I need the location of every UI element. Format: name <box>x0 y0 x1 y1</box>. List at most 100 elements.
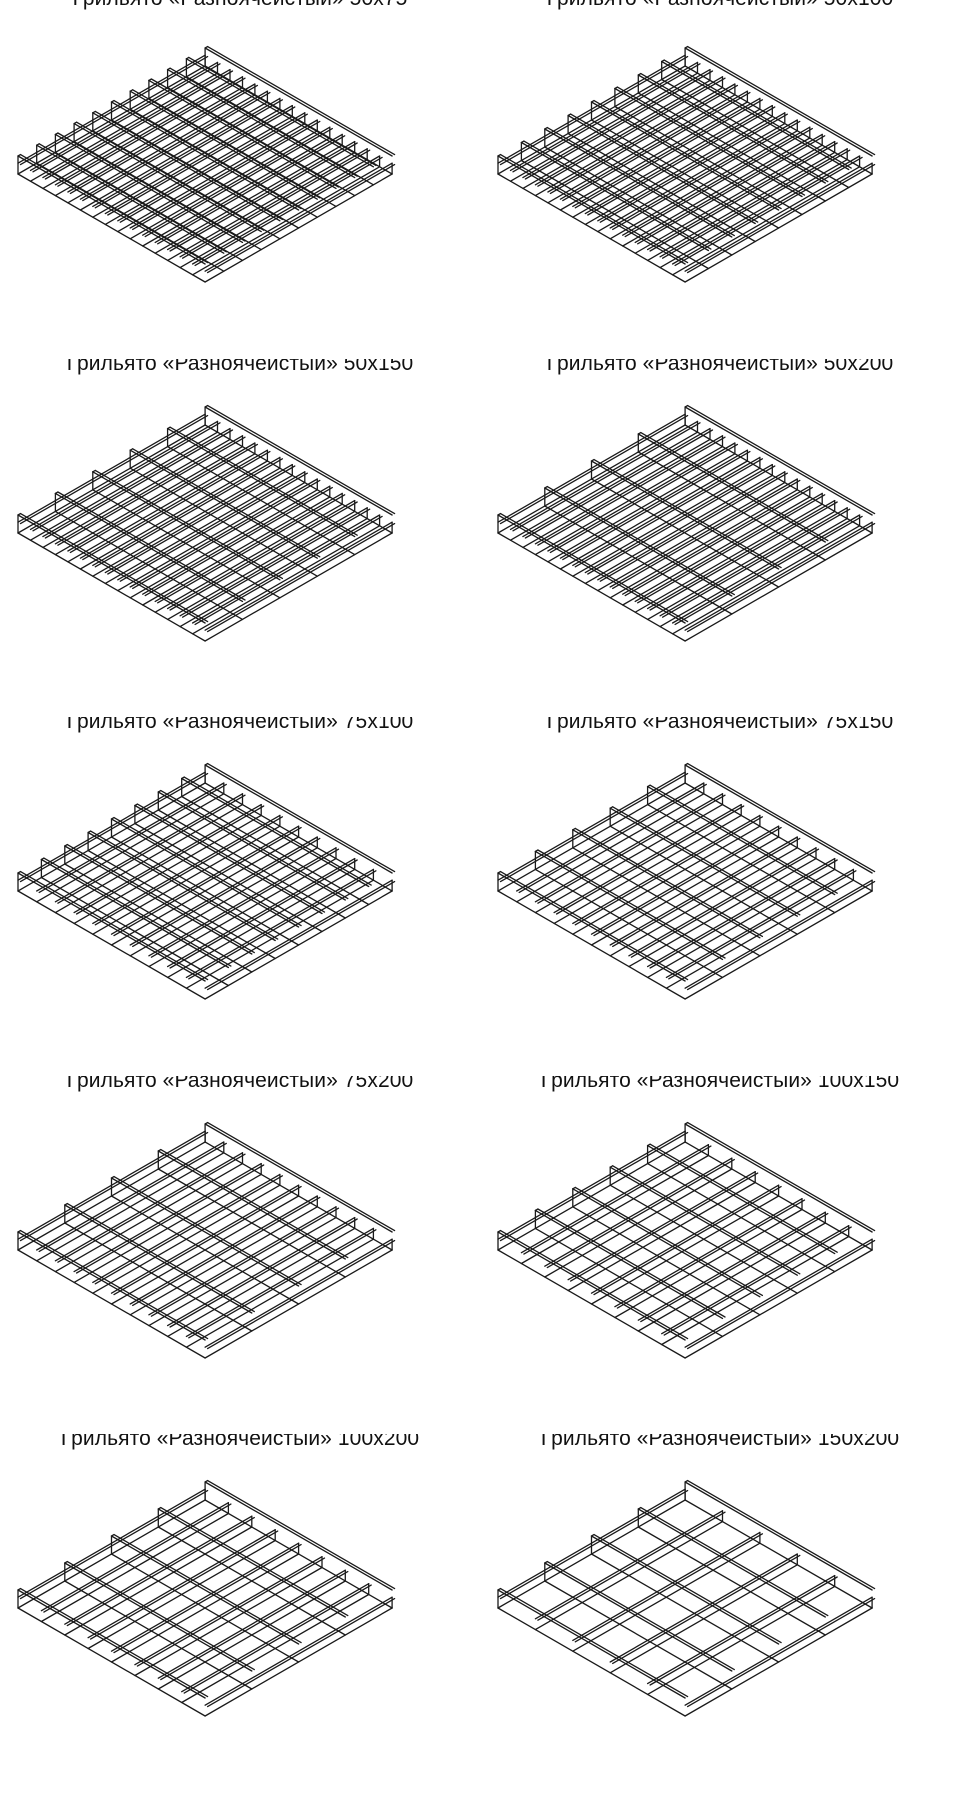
cross-top-edge <box>569 1172 759 1282</box>
cross-top-edge <box>624 127 813 238</box>
cross-bottom-edge <box>110 1553 300 1664</box>
cross-top-edge <box>686 881 876 991</box>
cross-bottom-edge <box>622 495 811 606</box>
cross-top-edge <box>649 859 838 969</box>
cross-top-edge <box>499 1490 689 1600</box>
panel-caption: Грильято «Разноячеистый» 100x150 <box>540 1075 900 1092</box>
cross-bottom-edge <box>67 452 256 563</box>
cross-top-edge <box>113 827 302 937</box>
cross-top-edge <box>154 492 343 602</box>
cross-top-edge <box>637 493 826 604</box>
cross-top-edge <box>206 1239 396 1350</box>
cross-top-edge <box>64 1515 253 1626</box>
cross-bottom-edge <box>671 166 861 276</box>
cross-top-edge <box>524 70 714 180</box>
cross-bottom-edge <box>166 151 356 262</box>
cross-bottom-edge <box>36 1151 225 1262</box>
grid-lines <box>17 404 396 642</box>
beam-top-edge <box>66 844 255 954</box>
cross-top-edge <box>75 1164 265 1274</box>
cross-bottom-edge <box>534 1521 724 1631</box>
beam-end <box>567 113 572 117</box>
cross-top-edge <box>497 1488 686 1599</box>
cross-top-edge <box>640 1212 829 1323</box>
cross-bottom-edge <box>597 122 786 233</box>
cross-top-edge <box>42 427 231 537</box>
cross-top-edge <box>534 793 724 903</box>
cross-top-edge <box>609 477 798 588</box>
beam-top-edge <box>593 1534 782 1644</box>
panel-caption: Грильято «Разноячеистый» 75x100 <box>66 717 414 734</box>
panel-caption: Грильято «Разноячеистый» 75x150 <box>546 717 894 734</box>
cross-bottom-edge <box>17 1141 206 1251</box>
beam-end <box>64 1561 68 1565</box>
grid-drawing <box>17 1480 396 1718</box>
cross-top-edge <box>534 76 724 186</box>
beam-end <box>54 490 59 494</box>
beam-top-edge <box>544 1562 733 1673</box>
cross-top-edge <box>686 522 876 632</box>
cross-top-edge <box>634 133 823 244</box>
cross-top-edge <box>73 1162 262 1273</box>
beam-top-edge <box>684 1123 873 1233</box>
cross-top-edge <box>609 836 798 946</box>
cross-bottom-edge <box>584 474 773 584</box>
cross-top-edge <box>132 837 321 948</box>
beam-end <box>92 469 96 473</box>
cross-top-edge <box>179 506 368 617</box>
cross-bottom-edge <box>134 1567 323 1677</box>
cross-top-edge <box>612 120 801 231</box>
beam-top-edge <box>534 1209 724 1319</box>
cross-top-edge <box>584 463 773 573</box>
beam-top-edge <box>204 405 393 516</box>
cross-top-edge <box>524 428 714 539</box>
cross-top-edge <box>549 443 739 553</box>
beam-end <box>166 426 171 429</box>
cross-bottom-edge <box>129 847 318 957</box>
beam-end <box>204 404 209 408</box>
cross-top-edge <box>646 858 836 968</box>
cross-bottom-edge <box>40 1513 230 1623</box>
cross-top-edge <box>119 113 308 223</box>
cross-bottom-edge <box>509 72 699 182</box>
beam-top-edge <box>19 1588 209 1698</box>
beam-top-edge <box>19 1229 209 1340</box>
cross-top-edge <box>113 1185 302 1296</box>
beam-top-edge <box>40 859 230 969</box>
beam-top-edge <box>66 1561 255 1671</box>
cross-bottom-edge <box>534 804 724 914</box>
cross-bottom-edge <box>179 158 368 269</box>
cross-bottom-edge <box>79 459 269 570</box>
cross-bottom-edge <box>129 488 318 599</box>
cross-top-edge <box>19 773 209 883</box>
beam-top-edge <box>206 1480 396 1590</box>
cross-top-edge <box>512 63 701 173</box>
cross-bottom-edge <box>659 517 848 627</box>
cross-bottom-edge <box>54 445 244 555</box>
beam-bottom-edge <box>17 173 206 283</box>
panel-100x200: Грильято «Разноячеистый» 100x200 <box>0 1434 480 1793</box>
cross-top-edge <box>110 825 300 936</box>
beam-end <box>185 56 190 60</box>
beam-top-edge <box>183 776 372 886</box>
beam-end <box>646 1143 651 1147</box>
cross-top-edge <box>497 771 686 882</box>
cross-bottom-edge <box>684 1249 873 1359</box>
cross-bottom-edge <box>92 1184 281 1294</box>
cross-top-edge <box>634 492 823 602</box>
cross-bottom-edge <box>79 101 269 211</box>
cross-top-edge <box>665 868 855 979</box>
cross-bottom-edge <box>73 1173 262 1283</box>
cross-top-edge <box>79 90 269 200</box>
cross-top-edge <box>597 112 786 222</box>
cross-top-edge <box>17 1488 206 1599</box>
cross-top-edge <box>104 104 293 215</box>
beam-end <box>64 1202 68 1206</box>
cross-bottom-edge <box>614 1208 803 1318</box>
cross-top-edge <box>40 1502 230 1612</box>
panel-50x100: Грильято «Разноячеистый» 50x100 <box>480 0 960 359</box>
cross-bottom-edge <box>572 467 761 577</box>
cross-top-edge <box>612 837 801 948</box>
cross-top-edge <box>206 522 396 632</box>
cross-top-edge <box>54 434 244 545</box>
